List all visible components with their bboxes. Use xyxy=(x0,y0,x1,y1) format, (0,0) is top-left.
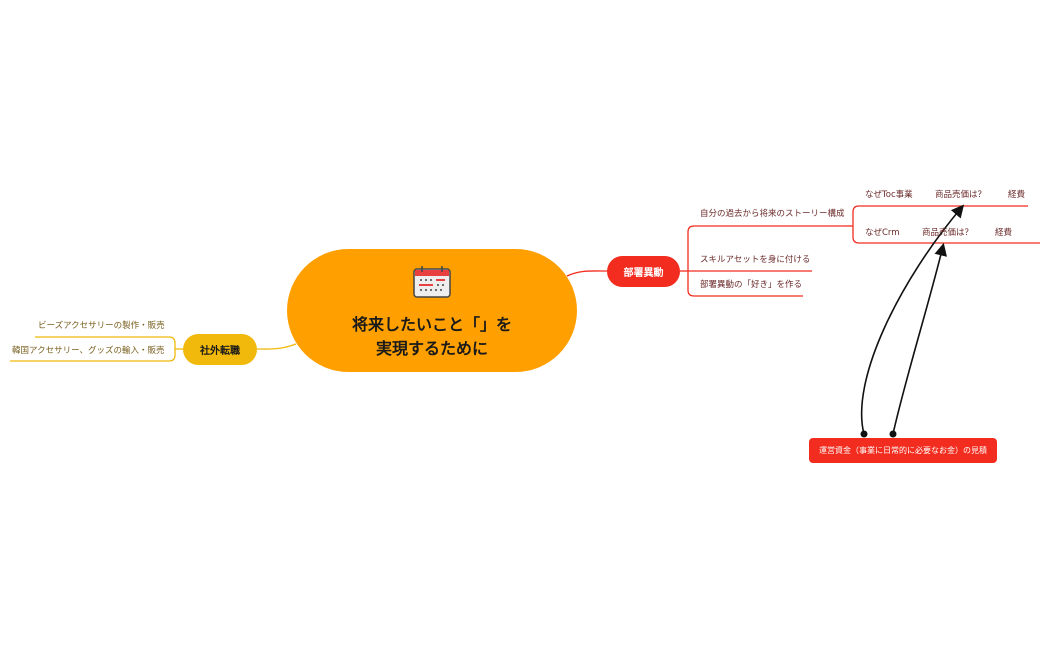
subtopic-beads[interactable]: ビーズアクセサリーの製作・販売 xyxy=(38,321,165,331)
topic-department-transfer[interactable]: 部署異動 xyxy=(607,256,680,287)
cost-toc[interactable]: 経費 xyxy=(1008,190,1026,200)
floating-topic-operating-funds[interactable]: 運営資金（事業に日常的に必要なお金）の見積 xyxy=(809,438,997,463)
subtopic-korean-import[interactable]: 韓国アクセサリー、グッズの輸入・販売 xyxy=(12,346,165,356)
central-title-line2: 実現するために xyxy=(375,339,488,358)
central-topic[interactable]: 将来したいこと「」を実現するために xyxy=(287,249,577,372)
subtopic-like[interactable]: 部署異動の「好き」を作る xyxy=(700,280,803,290)
central-title-line1: 将来したいこと「」を xyxy=(351,315,512,334)
topic-external-job-change[interactable]: 社外転職 xyxy=(183,334,257,365)
price-crm[interactable]: 商品売価は？ xyxy=(922,228,974,238)
cost-crm[interactable]: 経費 xyxy=(995,228,1013,238)
calendar-icon xyxy=(413,266,451,298)
subtopic-skill[interactable]: スキルアセットを身に付ける xyxy=(700,255,811,265)
why-crm[interactable]: なぜCrm xyxy=(865,228,900,238)
why-toc[interactable]: なぜToc事業 xyxy=(865,190,913,200)
price-toc[interactable]: 商品売価は？ xyxy=(935,190,987,200)
subtopic-story[interactable]: 自分の過去から将来のストーリー構成 xyxy=(700,209,845,219)
